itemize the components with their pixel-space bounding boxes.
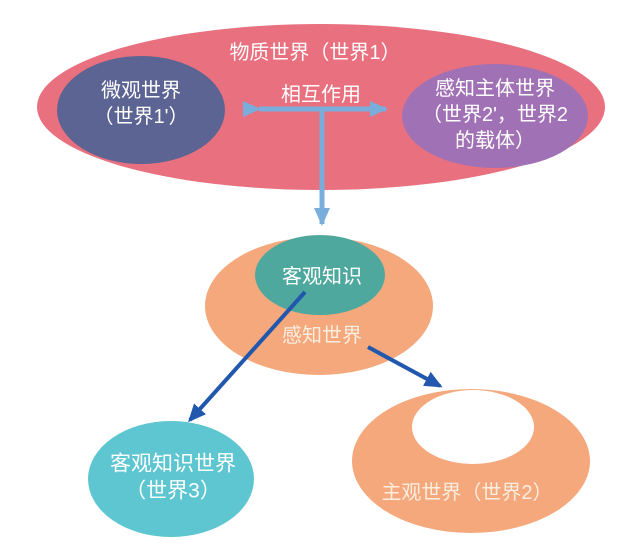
micro-world-ellipse: [57, 56, 225, 164]
perceived-world-label: 感知世界: [282, 324, 362, 347]
perceiving-subject-world-label-line3: 的载体）: [455, 129, 535, 152]
objective-knowledge-label: 客观知识: [282, 265, 362, 288]
arrow-to-knowledge-world: [187, 290, 307, 423]
material-world-label: 物质世界（世界1）: [229, 41, 400, 64]
objective-knowledge-ellipse: [255, 235, 385, 315]
objective-knowledge-world-ellipse: [88, 421, 254, 537]
arrow-to-subjective-world: [367, 345, 443, 388]
subjective-world-hole: [412, 390, 534, 464]
interaction-label: 相互作用: [281, 83, 361, 106]
objective-knowledge-world-label-line1: 客观知识世界: [110, 453, 236, 476]
perceiving-subject-world-ellipse: [402, 64, 588, 168]
micro-world-label-line2: （世界1'）: [94, 105, 189, 128]
perceiving-subject-world-label-line2: （世界2'，世界2: [422, 103, 568, 126]
micro-world-label-line1: 微观世界: [101, 79, 181, 102]
subjective-world-label: 主观世界（世界2）: [381, 481, 552, 504]
perceiving-subject-world-label-line1: 感知主体世界: [435, 77, 555, 100]
objective-knowledge-world-label-line2: （世界3）: [125, 480, 221, 503]
